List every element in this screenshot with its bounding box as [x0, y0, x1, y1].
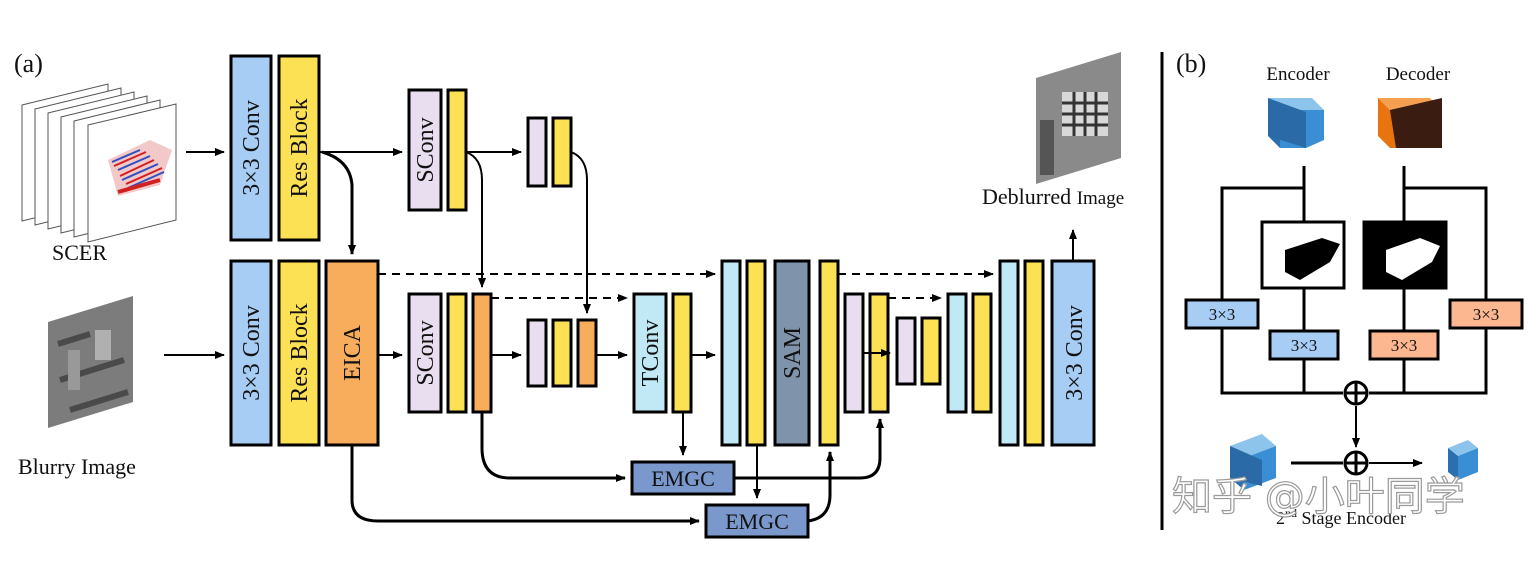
sam-label: SAM [780, 327, 806, 379]
encoder-label: Encoder [1266, 64, 1330, 85]
top-sconv-block [407, 88, 443, 212]
main-sconv-block [407, 292, 443, 414]
deblurred-image [1036, 52, 1121, 184]
mid-feature-orange [576, 318, 598, 388]
mid-feature-lavender [526, 318, 548, 388]
main-sconv-feature-yellow [446, 292, 468, 414]
main-res-block [277, 259, 321, 447]
decoder-kernel-outer-label: 3×3 [1473, 305, 1500, 324]
watermark-text: 知乎 @小叶同学 [1172, 474, 1465, 520]
final-feature-cyan [998, 259, 1020, 447]
stage2-small-lavender [895, 316, 917, 386]
deblurred-label-tail: Image [1077, 188, 1124, 209]
tconv-block [632, 292, 668, 414]
deblurred-label-main: Deblurred [982, 184, 1071, 209]
stage2-small-yellow [920, 316, 942, 386]
tconv-feature [671, 292, 693, 414]
main-conv3x3-label: 3×3 Conv [239, 305, 265, 401]
final-conv3x3-label: 3×3 Conv [1062, 305, 1088, 401]
tconv-label: TConv [638, 320, 664, 387]
main-conv3x3-block [229, 259, 273, 447]
top-res-block-label: Res Block [287, 98, 313, 197]
mid-feature-yellow [551, 318, 573, 388]
panel-a-connections [164, 148, 1077, 525]
panel-b-connections [1220, 166, 1488, 467]
encoder-kernel-inner-label: 3×3 [1291, 336, 1318, 355]
panel-b-label: (b) [1176, 49, 1206, 78]
decoder-feature-cyan [720, 259, 742, 447]
panel-a-label: (a) [14, 49, 43, 78]
eica-block [324, 259, 380, 447]
sam-output-feature [818, 259, 840, 447]
input-feature-cube-icon [1230, 434, 1276, 490]
top-small-feature-b [551, 116, 573, 188]
emgc-block-upper [630, 460, 736, 496]
top-conv3x3-label: 3×3 Conv [239, 100, 265, 196]
blurry-image [48, 296, 133, 428]
main-sconv-feature-orange [471, 292, 493, 414]
emgc-upper-label: EMGC [651, 466, 715, 491]
scer-frames-image [21, 83, 177, 243]
blurry-image-label: Blurry Image [18, 454, 136, 479]
top-small-feature-a [526, 116, 548, 188]
stage2-up-cyan [946, 292, 968, 414]
decoder-kernel-inner-label: 3×3 [1391, 336, 1418, 355]
skip-connections [378, 270, 994, 302]
main-res-block-label: Res Block [287, 303, 313, 402]
output-feature-cube-icon [1448, 440, 1478, 480]
stage2-feature-lavender [843, 292, 865, 414]
svg-text:Deblurred Image: Deblurred Image [982, 184, 1124, 209]
eica-label: EICA [340, 324, 366, 381]
add-icon-lower [1343, 450, 1369, 476]
top-sconv-feature [446, 88, 468, 212]
sam-block [773, 259, 811, 447]
top-res-block [277, 54, 321, 242]
decoder-cube-icon [1378, 98, 1442, 148]
top-conv3x3-block [229, 54, 273, 242]
encoder-cube-icon [1268, 98, 1324, 148]
scer-label: SCER [52, 240, 107, 265]
decoder-feature-yellow [745, 259, 767, 447]
main-sconv-label: SConv [413, 320, 439, 385]
encoder-kernel-outer-label: 3×3 [1209, 305, 1236, 324]
decoder-label: Decoder [1386, 64, 1451, 85]
final-feature-yellow [1023, 259, 1045, 447]
top-sconv-label: SConv [413, 117, 439, 182]
stage2-up-yellow [971, 292, 993, 414]
final-conv3x3-block [1050, 259, 1096, 447]
stage-encoder-label: 2nd Stage Encoder [1276, 506, 1406, 528]
emgc-lower-label: EMGC [725, 509, 789, 534]
add-icon-upper [1343, 380, 1369, 406]
